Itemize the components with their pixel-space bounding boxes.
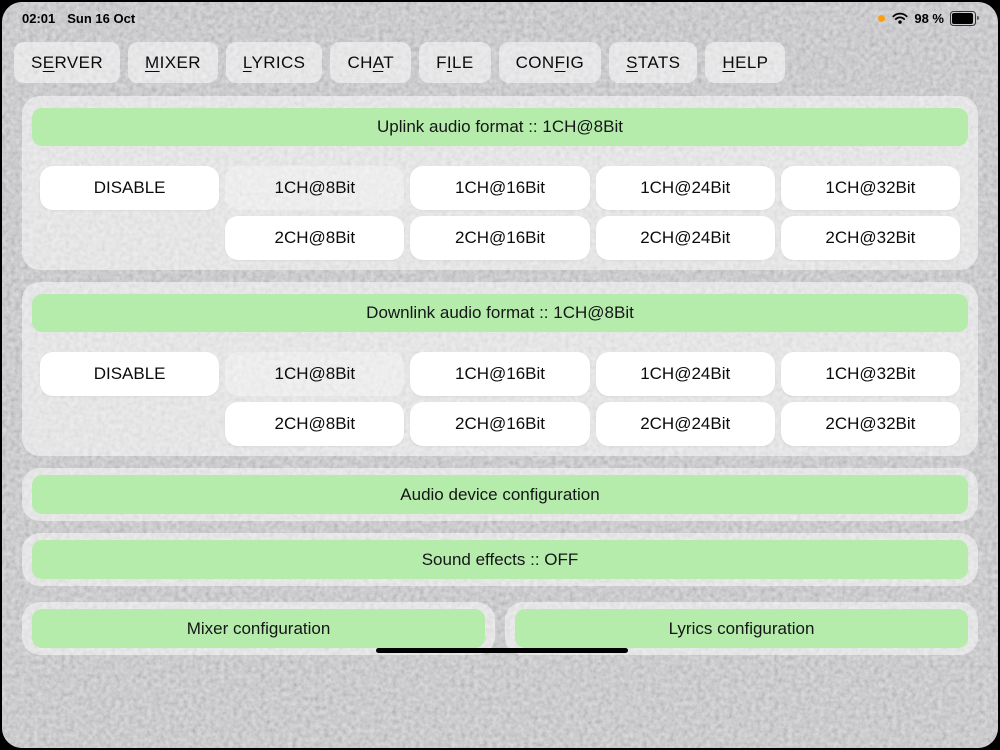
privacy-indicator-dot bbox=[878, 14, 886, 22]
menu-item-label: LYRICS bbox=[242, 52, 306, 72]
downlink-format-2ch-16bit[interactable]: 2CH@16Bit bbox=[410, 402, 590, 446]
menu-item-label: STATS bbox=[626, 52, 681, 72]
status-date: Sun 16 Oct bbox=[67, 10, 136, 26]
downlink-format-1ch-32bit[interactable]: 1CH@32Bit bbox=[780, 352, 960, 396]
menu-item-lyrics[interactable]: LYRICS bbox=[225, 42, 323, 83]
uplink-format-1ch-24bit[interactable]: 1CH@24Bit bbox=[595, 166, 775, 210]
menu-bar: SERVER MIXER LYRICS CHAT FILE CONFIG STATS HELP bbox=[2, 31, 998, 83]
home-indicator[interactable] bbox=[376, 648, 628, 653]
downlink-header: Downlink audio format :: 1CH@8Bit bbox=[32, 294, 968, 332]
menu-item-mixer[interactable]: MIXER bbox=[128, 42, 218, 83]
menu-item-label: MIXER bbox=[145, 52, 201, 72]
menu-item-label: SERVER bbox=[31, 52, 104, 72]
menu-item-stats[interactable]: STATS bbox=[609, 42, 698, 83]
menu-item-label: CONFIG bbox=[515, 52, 585, 72]
uplink-format-1ch-16bit[interactable]: 1CH@16Bit bbox=[410, 166, 590, 210]
downlink-format-1ch-24bit[interactable]: 1CH@24Bit bbox=[595, 352, 775, 396]
audio-device-panel: Audio device configuration bbox=[22, 468, 978, 521]
menu-item-chat[interactable]: CHAT bbox=[330, 42, 412, 83]
battery-icon bbox=[950, 10, 979, 26]
lyrics-config-button[interactable]: Lyrics configuration bbox=[515, 609, 968, 648]
downlink-format-2ch-32bit[interactable]: 2CH@32Bit bbox=[780, 402, 960, 446]
menu-item-label: CHAT bbox=[347, 52, 395, 72]
uplink-format-1ch-32bit[interactable]: 1CH@32Bit bbox=[780, 166, 960, 210]
downlink-panel: Downlink audio format :: 1CH@8Bit DISABL… bbox=[22, 282, 978, 456]
wifi-icon bbox=[892, 12, 908, 24]
menu-item-label: FILE bbox=[436, 52, 474, 72]
status-bar: 02:01 Sun 16 Oct 98 % bbox=[2, 2, 998, 31]
uplink-format-2ch-16bit[interactable]: 2CH@16Bit bbox=[410, 216, 590, 260]
downlink-format-1ch-8bit[interactable]: 1CH@8Bit bbox=[225, 352, 405, 396]
status-right: 98 % bbox=[878, 10, 979, 26]
menu-item-file[interactable]: FILE bbox=[419, 42, 491, 83]
audio-device-config-button[interactable]: Audio device configuration bbox=[32, 475, 968, 514]
downlink-format-disable[interactable]: DISABLE bbox=[40, 352, 220, 396]
sound-effects-panel: Sound effects :: OFF bbox=[22, 533, 978, 586]
uplink-format-1ch-8bit[interactable]: 1CH@8Bit bbox=[225, 166, 405, 210]
menu-item-help[interactable]: HELP bbox=[705, 42, 786, 83]
downlink-format-2ch-8bit[interactable]: 2CH@8Bit bbox=[225, 402, 405, 446]
downlink-format-2ch-24bit[interactable]: 2CH@24Bit bbox=[595, 402, 775, 446]
uplink-format-2ch-32bit[interactable]: 2CH@32Bit bbox=[780, 216, 960, 260]
sound-effects-button[interactable]: Sound effects :: OFF bbox=[32, 540, 968, 579]
menu-item-server[interactable]: SERVER bbox=[14, 42, 121, 83]
mixer-config-button[interactable]: Mixer configuration bbox=[32, 609, 485, 648]
uplink-format-2ch-24bit[interactable]: 2CH@24Bit bbox=[595, 216, 775, 260]
uplink-header: Uplink audio format :: 1CH@8Bit bbox=[32, 108, 968, 146]
downlink-format-1ch-16bit[interactable]: 1CH@16Bit bbox=[410, 352, 590, 396]
uplink-format-2ch-8bit[interactable]: 2CH@8Bit bbox=[225, 216, 405, 260]
status-time: 02:01 bbox=[22, 10, 56, 26]
uplink-format-disable[interactable]: DISABLE bbox=[40, 166, 220, 210]
status-left: 02:01 Sun 16 Oct bbox=[22, 11, 135, 26]
battery-percent: 98 % bbox=[914, 10, 944, 26]
menu-item-config[interactable]: CONFIG bbox=[498, 42, 602, 83]
menu-item-label: HELP bbox=[722, 52, 769, 72]
